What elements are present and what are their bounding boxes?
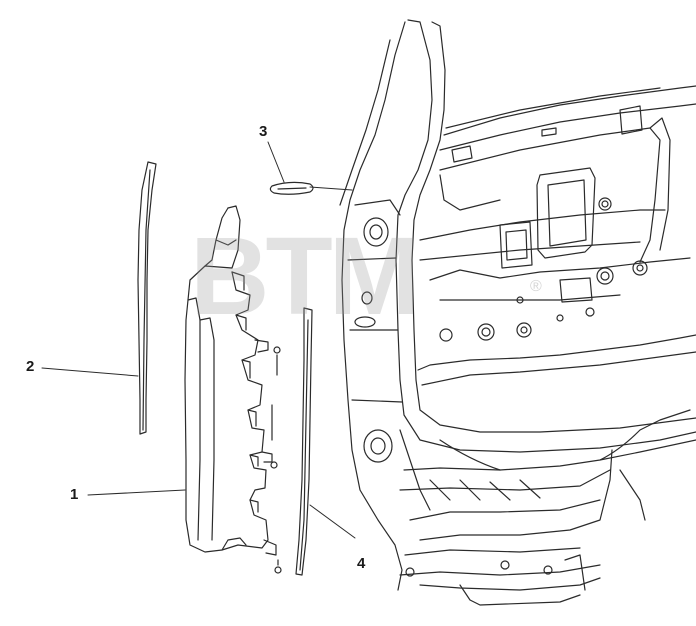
part-4-seal-strip [295,307,313,576]
callout-label-2: 2 [26,358,35,375]
leader-3b [309,186,353,191]
leader-4 [309,504,356,539]
watermark-logo: BTM [190,215,420,338]
door-frame-body-structure [339,19,696,606]
callout-label-1: 1 [70,486,79,503]
leader-3 [267,141,285,183]
part-1-pillar-trim-panel [184,205,282,574]
watermark-registered-mark: ® [530,278,542,295]
part-3-small-trim [269,181,314,195]
callout-label-3: 3 [259,123,268,140]
part-2-weatherstrip [137,161,157,435]
leader-2 [41,367,139,377]
leader-lines [41,141,356,539]
callout-label-4: 4 [357,555,366,572]
leader-1 [87,489,186,496]
